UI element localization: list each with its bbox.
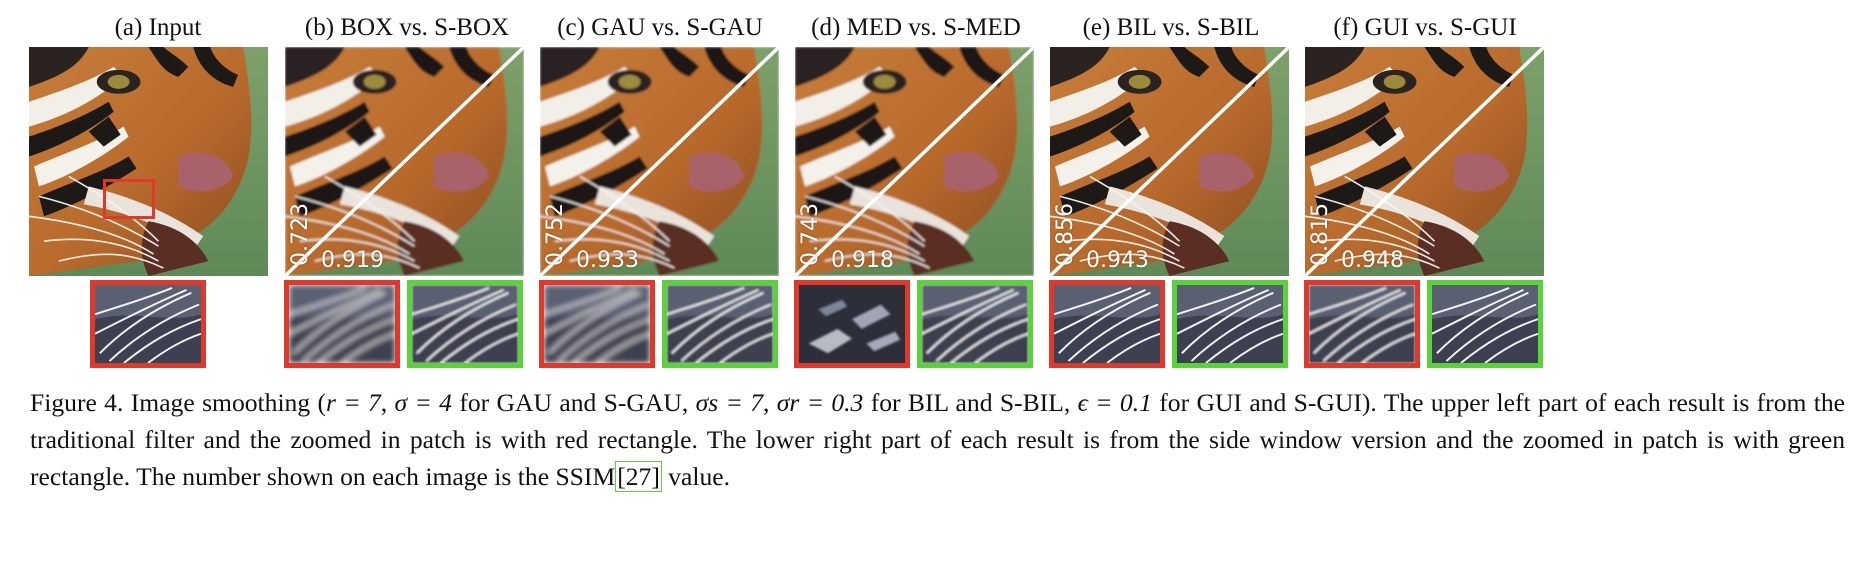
zoom-patch-bil-side — [1172, 280, 1288, 368]
result-image-gui: 0.815 0.948 — [1305, 47, 1544, 276]
zoom-patch-med-side — [917, 280, 1033, 368]
panel-title-d: (d) MED vs. S-MED — [811, 14, 1021, 41]
input-zoom-region — [103, 179, 155, 219]
panel-title-a: (a) Input — [114, 14, 202, 41]
caption-text: for BIL and S-BIL, — [863, 388, 1078, 417]
ssim-traditional-label: 0.752 — [543, 203, 568, 266]
result-image-box: 0.723 0.919 — [285, 47, 524, 276]
ssim-side-label: 0.933 — [576, 248, 639, 273]
zoom-patch-box-side — [407, 280, 523, 368]
ssim-traditional-label: 0.815 — [1308, 203, 1333, 266]
zoom-patch-gau-side — [662, 280, 778, 368]
ssim-side-label: 0.948 — [1341, 248, 1404, 273]
ssim-side-label: 0.918 — [831, 248, 894, 273]
caption-math: r = 7 — [326, 388, 381, 417]
zoom-patch-gau-traditional — [539, 280, 655, 368]
caption-math: σ = 4 — [394, 388, 452, 417]
caption-figure-label: Figure 4. — [30, 388, 124, 417]
zoom-patch-box-traditional — [284, 280, 400, 368]
input-zoom-patch — [90, 280, 206, 368]
ssim-traditional-label: 0.743 — [798, 203, 823, 266]
caption-text: for GUI and S-GUI). The upper left part … — [30, 388, 1846, 491]
result-image-bil: 0.856 0.943 — [1050, 47, 1289, 276]
zoom-patch-gui-traditional — [1304, 280, 1420, 368]
zoom-patch-med-traditional — [794, 280, 910, 368]
ssim-traditional-label: 0.856 — [1053, 203, 1078, 266]
caption-text: for GAU and S-GAU, — [451, 388, 696, 417]
ssim-side-label: 0.943 — [1086, 248, 1149, 273]
caption-math: σr = 0.3 — [776, 388, 864, 417]
result-image-gau: 0.752 0.933 — [540, 47, 779, 276]
panel-title-f: (f) GUI vs. S-GUI — [1333, 14, 1517, 41]
zoom-patch-bil-traditional — [1049, 280, 1165, 368]
zoom-patch-gui-side — [1427, 280, 1543, 368]
citation-link[interactable]: [27] — [615, 461, 662, 492]
caption-text: , — [380, 388, 395, 417]
caption-text: value. — [661, 462, 731, 491]
caption-math: ϵ = 0.1 — [1077, 388, 1152, 417]
figure-caption: Figure 4. Image smoothing (r = 7, σ = 4 … — [30, 384, 1845, 495]
caption-text: , — [763, 388, 777, 417]
result-image-med: 0.743 0.918 — [795, 47, 1034, 276]
caption-math: σs = 7 — [695, 388, 763, 417]
ssim-traditional-label: 0.723 — [288, 203, 313, 266]
input-image — [29, 47, 268, 276]
caption-text: Image smoothing ( — [130, 388, 327, 417]
ssim-side-label: 0.919 — [321, 248, 384, 273]
panel-title-b: (b) BOX vs. S-BOX — [304, 14, 510, 41]
panel-title-c: (c) GAU vs. S-GAU — [557, 14, 763, 41]
panel-title-e: (e) BIL vs. S-BIL — [1082, 14, 1260, 41]
